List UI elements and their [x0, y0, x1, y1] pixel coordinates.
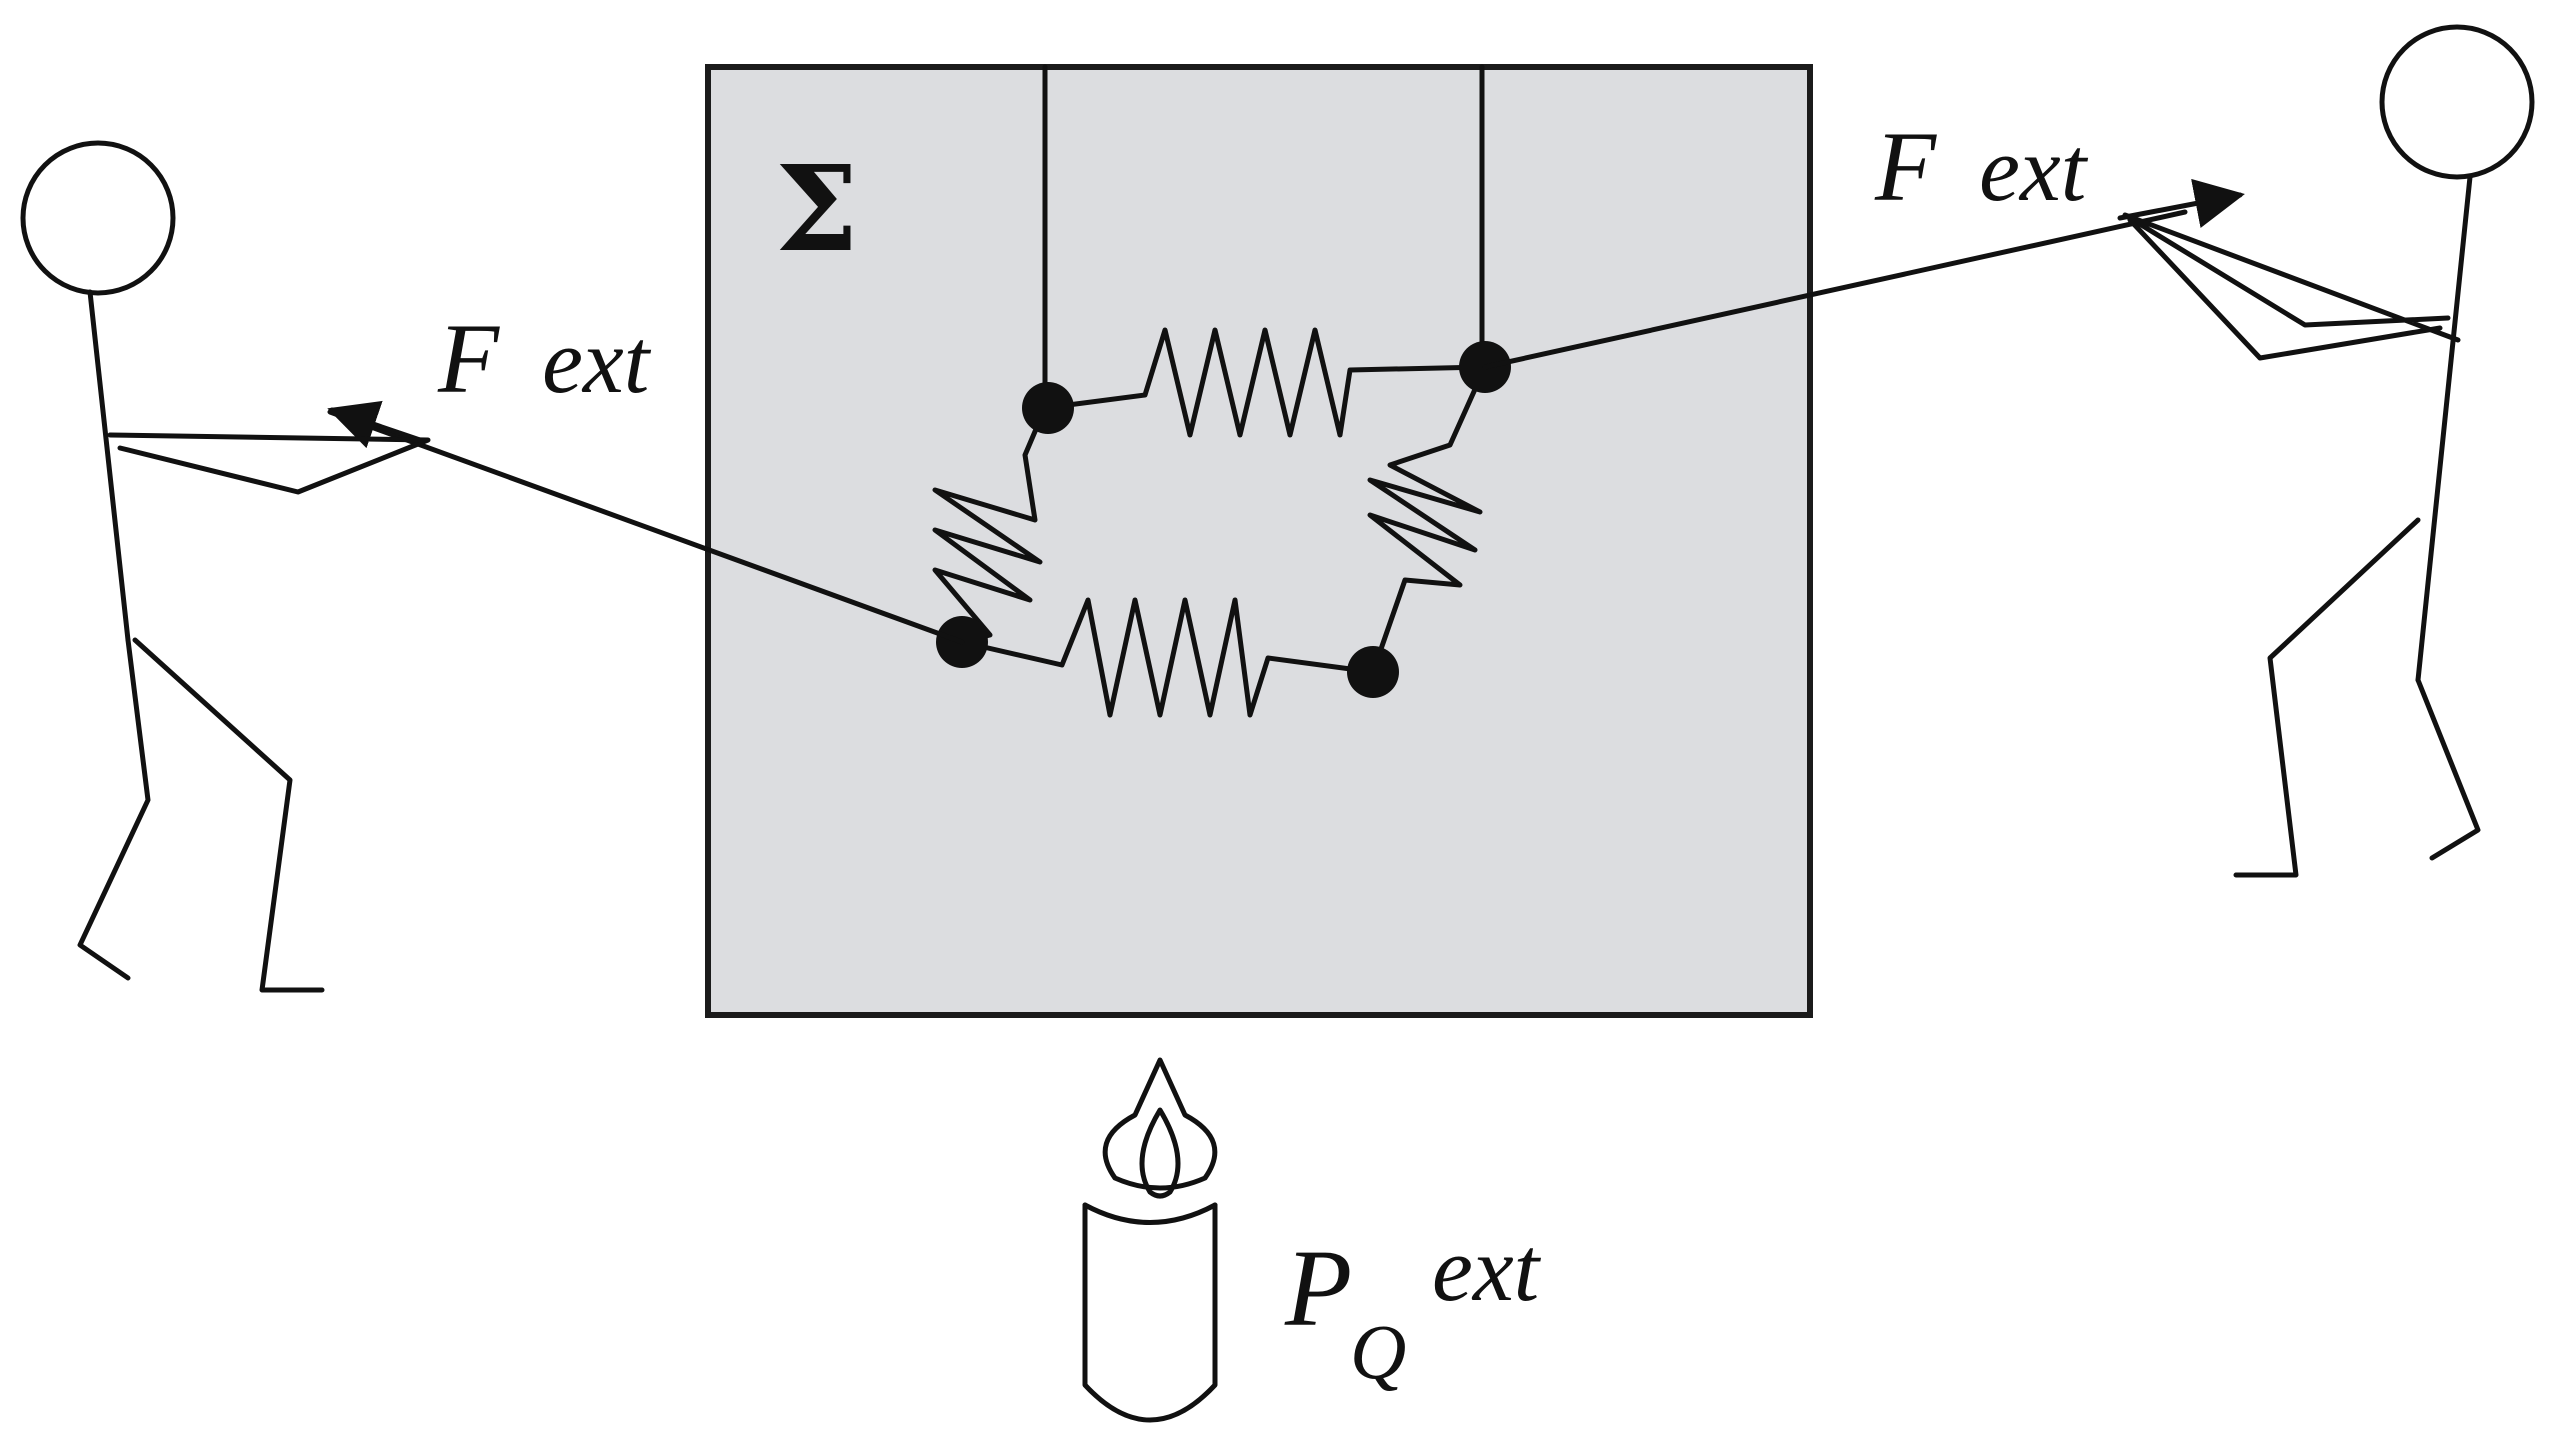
spring-network [932, 327, 1488, 718]
force-label-right-suffix: ext [1979, 118, 2089, 220]
node-top-left [1022, 382, 1074, 434]
force-arrows [327, 178, 2245, 449]
candle-top [1082, 1202, 1218, 1225]
heat-power-label-main: P [1284, 1227, 1352, 1349]
svg-text:Q: Q [1350, 1308, 1406, 1395]
svg-text:P: P [1284, 1227, 1352, 1349]
spring-bottom [959, 597, 1376, 718]
node-bottom-right [1347, 646, 1399, 698]
spring-left [932, 405, 1048, 645]
svg-text:F ext: F ext [1874, 111, 2089, 222]
force-arrow-right [2117, 178, 2245, 229]
candle-body [1082, 1202, 1218, 1423]
spring-right [1367, 364, 1488, 675]
ceiling-strings [1042, 64, 1485, 398]
force-label-left: F ext [437, 303, 652, 414]
spring-nodes [936, 341, 1511, 698]
right-person-head [2379, 24, 2535, 180]
heat-power-label-suffix: ext [1432, 1218, 1542, 1320]
ropes [327, 209, 2188, 645]
heat-power-label-subscript: Q [1350, 1308, 1406, 1395]
spring-top [1042, 327, 1488, 438]
force-label-right: F ext [1874, 111, 2089, 222]
left-person-figure [20, 140, 431, 993]
candle-heat-source [1082, 1057, 1218, 1423]
rope-right [1482, 209, 2188, 370]
right-person-figure [2122, 24, 2535, 878]
force-label-left-main: F [437, 303, 500, 414]
force-arrow-left [327, 400, 423, 449]
svg-text:ext: ext [1432, 1218, 1542, 1320]
force-label-right-main: F [1874, 111, 1937, 222]
left-person-head [20, 140, 176, 296]
svg-text:F ext: F ext [437, 303, 652, 414]
flame-outer-icon [1102, 1057, 1218, 1191]
system-symbol-label: Σ [775, 139, 858, 278]
rope-left [327, 409, 965, 645]
flame-inner-icon [1139, 1107, 1181, 1199]
heat-power-label: P Q ext [1284, 1218, 1542, 1395]
system-box [705, 64, 1813, 1018]
force-label-left-suffix: ext [542, 310, 652, 412]
